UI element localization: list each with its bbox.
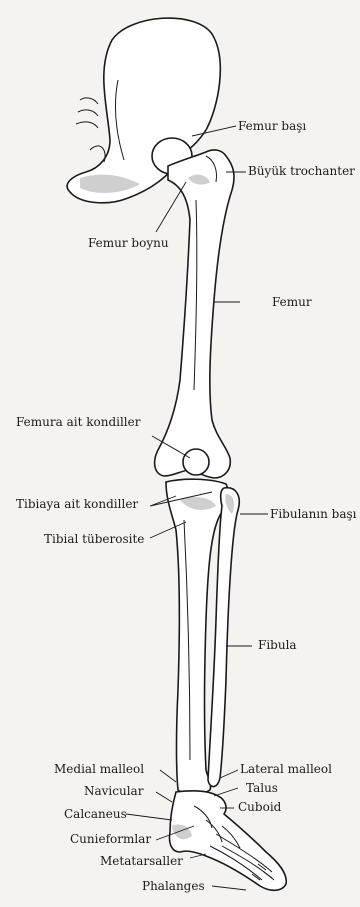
label-femur: Femur [272, 295, 312, 309]
label-fibulanin-basi: Fibulanın başı [270, 507, 357, 521]
label-calcaneus: Calcaneus [64, 807, 127, 821]
label-femura-ait-kondiller: Femura ait kondiller [16, 415, 140, 429]
femur-bone [152, 138, 234, 478]
label-lateral-malleol: Lateral malleol [240, 762, 332, 776]
label-femur-basi: Femur başı [238, 119, 306, 133]
label-talus: Talus [246, 781, 278, 795]
label-buyuk-trochanter: Büyük trochanter [248, 164, 355, 178]
label-cuboid: Cuboid [238, 800, 281, 814]
label-tibial-tuberosite: Tibial tüberosite [44, 532, 144, 546]
label-metatarsaller: Metatarsaller [100, 854, 183, 868]
label-tibiaya-ait-kondiller: Tibiaya ait kondiller [16, 497, 138, 511]
patella [183, 449, 209, 475]
label-fibula: Fibula [258, 638, 297, 652]
label-navicular: Navicular [84, 784, 143, 798]
label-phalanges: Phalanges [142, 879, 205, 893]
leader-lateral-malleol [220, 770, 238, 778]
leader-metatarsaller [190, 854, 206, 858]
leader-femur-boynu [156, 182, 186, 232]
leader-navicular [156, 792, 172, 802]
label-femur-boynu: Femur boynu [88, 236, 169, 250]
leader-phalanges [212, 886, 246, 890]
leader-medial-malleol [160, 770, 176, 782]
label-cunieformlar: Cunieformlar [70, 832, 151, 846]
leader-calcaneus [126, 814, 172, 820]
label-medial-malleol: Medial malleol [54, 762, 144, 776]
leader-talus [214, 788, 238, 796]
